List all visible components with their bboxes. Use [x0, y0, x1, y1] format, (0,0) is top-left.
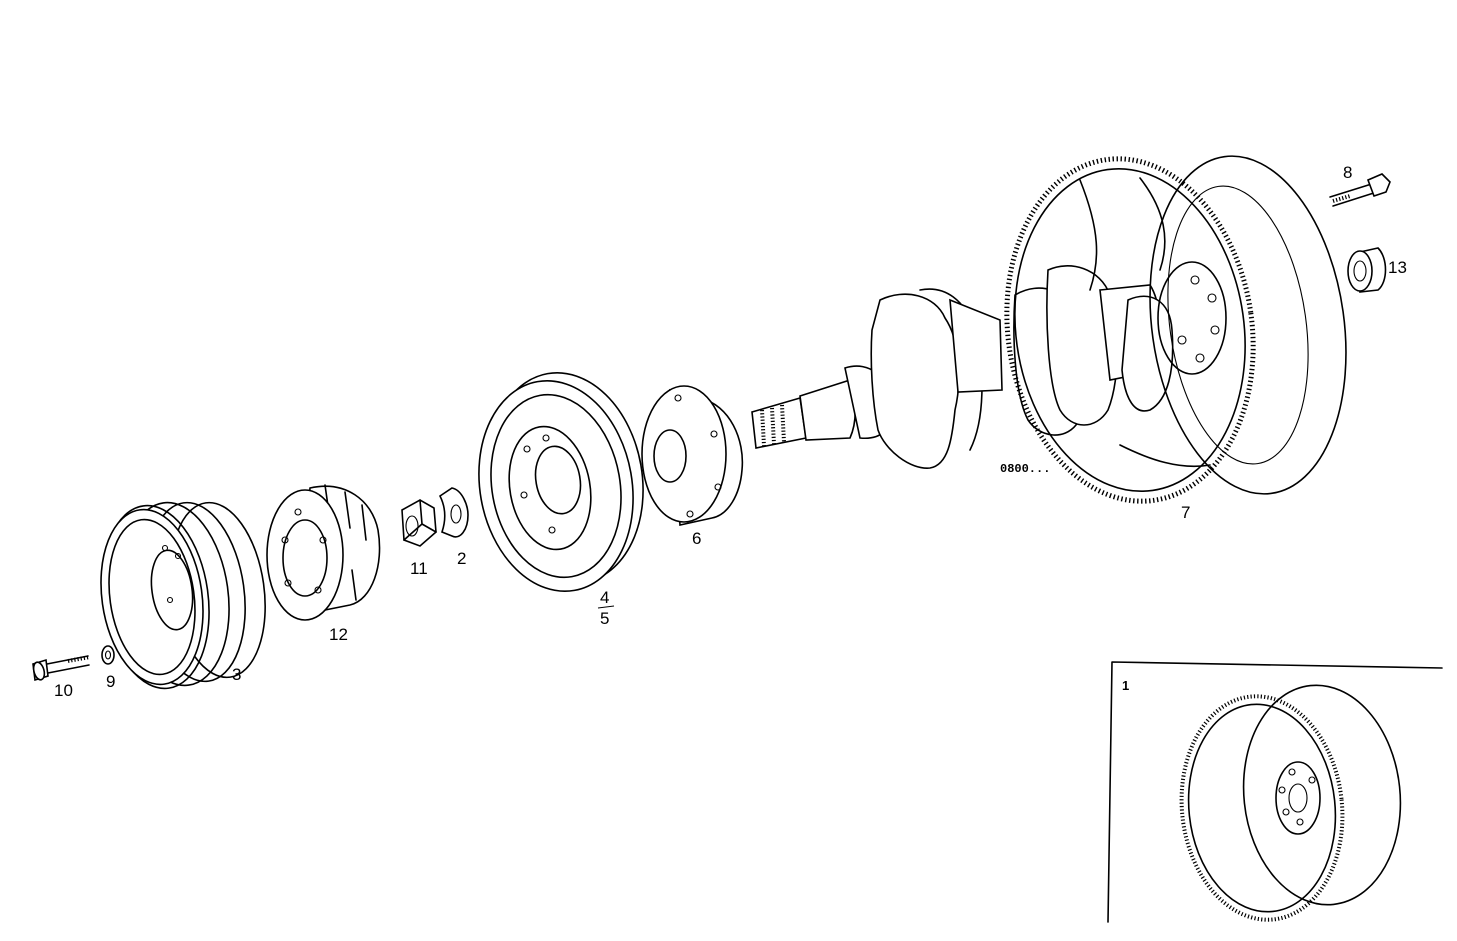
part-8-stud-bolt [1329, 173, 1391, 207]
label-part-4: 4 [600, 588, 609, 607]
part-12-hub [266, 484, 381, 621]
label-part-5: 5 [600, 609, 609, 628]
part-10-bolt [32, 655, 91, 682]
part-9-washer [101, 645, 115, 665]
part-4-5-damper-pulley [478, 371, 644, 593]
label-part-1: 1 [1122, 678, 1129, 693]
label-part-8: 8 [1343, 163, 1352, 182]
part-13-bearing [1347, 247, 1387, 293]
label-part-9: 9 [106, 672, 115, 691]
label-part-3: 3 [232, 665, 241, 684]
part-7-flywheel [1004, 155, 1347, 504]
inset-flywheel-variant [1107, 661, 1443, 923]
label-divider [597, 605, 615, 609]
part-11-nut [401, 499, 437, 547]
part-3-pulley [100, 501, 266, 690]
part-6-flange [641, 385, 744, 526]
label-part-11: 11 [410, 559, 428, 578]
label-part-6: 6 [692, 529, 701, 548]
label-part-2: 2 [457, 549, 466, 568]
label-part-7: 7 [1181, 503, 1190, 522]
part-2-lock-plate [438, 487, 469, 538]
label-part-10: 10 [54, 681, 73, 700]
label-part-12: 12 [329, 625, 348, 644]
crankshaft [751, 265, 1174, 469]
reference-code: 0800... [1000, 462, 1050, 476]
label-part-13: 13 [1388, 258, 1407, 277]
